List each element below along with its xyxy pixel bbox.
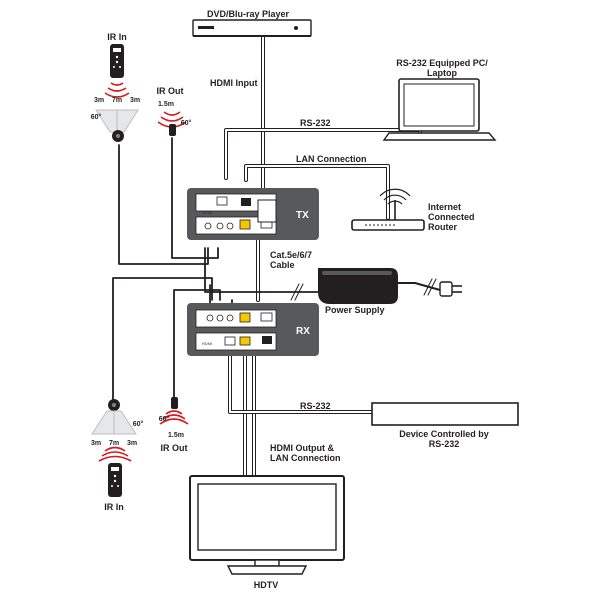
cable-label-line1: Cat.5e/6/7 (270, 250, 312, 260)
ir-out-top-length: 1.5m (158, 101, 174, 108)
router-label-line3: Router (428, 222, 457, 232)
laptop (382, 78, 497, 141)
hdtv (189, 475, 345, 575)
hdmi-output-label-line1: HDMI Output & (270, 443, 334, 453)
router-label-line1: Internet (428, 202, 461, 212)
ir-in-bottom-range-right: 3m (127, 440, 137, 447)
remote-control-bottom (108, 463, 122, 497)
hdmi-input-label: HDMI Input (210, 78, 258, 88)
remote-control-top (110, 44, 124, 78)
rx-extender: HDMI (187, 303, 319, 356)
ir-in-top-angle: 60° (91, 113, 102, 121)
rs232-top-label: RS-232 (300, 118, 331, 128)
power-supply (318, 268, 462, 304)
tx-extender: HDMI (187, 188, 319, 240)
ir-out-bottom-angle: 60° (159, 415, 170, 423)
hdmi-output-label-line2: LAN Connection (270, 453, 341, 463)
ir-signal-waves-bottom (98, 446, 132, 462)
ir-receiver-bottom (91, 399, 137, 435)
ir-in-bottom-range-left: 3m (91, 440, 101, 447)
ir-out-bottom-length: 1.5m (168, 432, 184, 439)
ir-in-top-label: IR In (107, 32, 127, 42)
ir-in-bottom-cable (112, 277, 213, 401)
ir-in-top-cable (118, 144, 209, 265)
dvd-player (192, 19, 312, 37)
power-supply-label: Power Supply (325, 305, 385, 315)
rx-label: RX (296, 326, 310, 337)
ir-out-top-cable (171, 137, 219, 259)
ir-out-top-label: IR Out (157, 86, 184, 96)
device-label-line1: Device Controlled by (399, 429, 489, 439)
ir-out-bottom-cable (173, 289, 221, 399)
ir-signal-waves-top (104, 82, 130, 98)
ir-in-bottom-angle: 60° (133, 420, 144, 428)
cables (112, 32, 441, 477)
ir-out-top-angle: 60° (181, 119, 192, 127)
tx-label: TX (296, 210, 309, 221)
ir-in-top-range-right: 3m (130, 97, 140, 104)
cable-label-line2: Cable (270, 260, 295, 270)
pc-label-line1: RS-232 Equipped PC/ (396, 58, 488, 68)
router (351, 188, 425, 231)
dvd-player-label: DVD/Blu-ray Player (207, 9, 290, 19)
ir-in-top-range-center: 7m (112, 97, 122, 104)
ir-emitter-top (157, 111, 187, 136)
hdtv-label: HDTV (254, 580, 279, 590)
svg-text:HDMI: HDMI (202, 341, 212, 346)
rs232-device (371, 402, 519, 426)
tx-power-cable (204, 247, 261, 293)
rs232-bottom-label: RS-232 (300, 401, 331, 411)
router-label-line2: Connected (428, 212, 475, 222)
ir-in-bottom-label: IR In (104, 502, 124, 512)
ir-emitter-bottom (159, 397, 189, 425)
device-label-line2: RS-232 (429, 439, 460, 449)
ir-in-top-range-left: 3m (94, 97, 104, 104)
ir-out-bottom-label: IR Out (161, 443, 188, 453)
ir-receiver-top (95, 109, 139, 142)
svg-text:HDMI: HDMI (202, 210, 212, 215)
pc-label-line2: Laptop (427, 68, 457, 78)
ir-in-bottom-range-center: 7m (109, 440, 119, 447)
lan-connection-label: LAN Connection (296, 154, 367, 164)
